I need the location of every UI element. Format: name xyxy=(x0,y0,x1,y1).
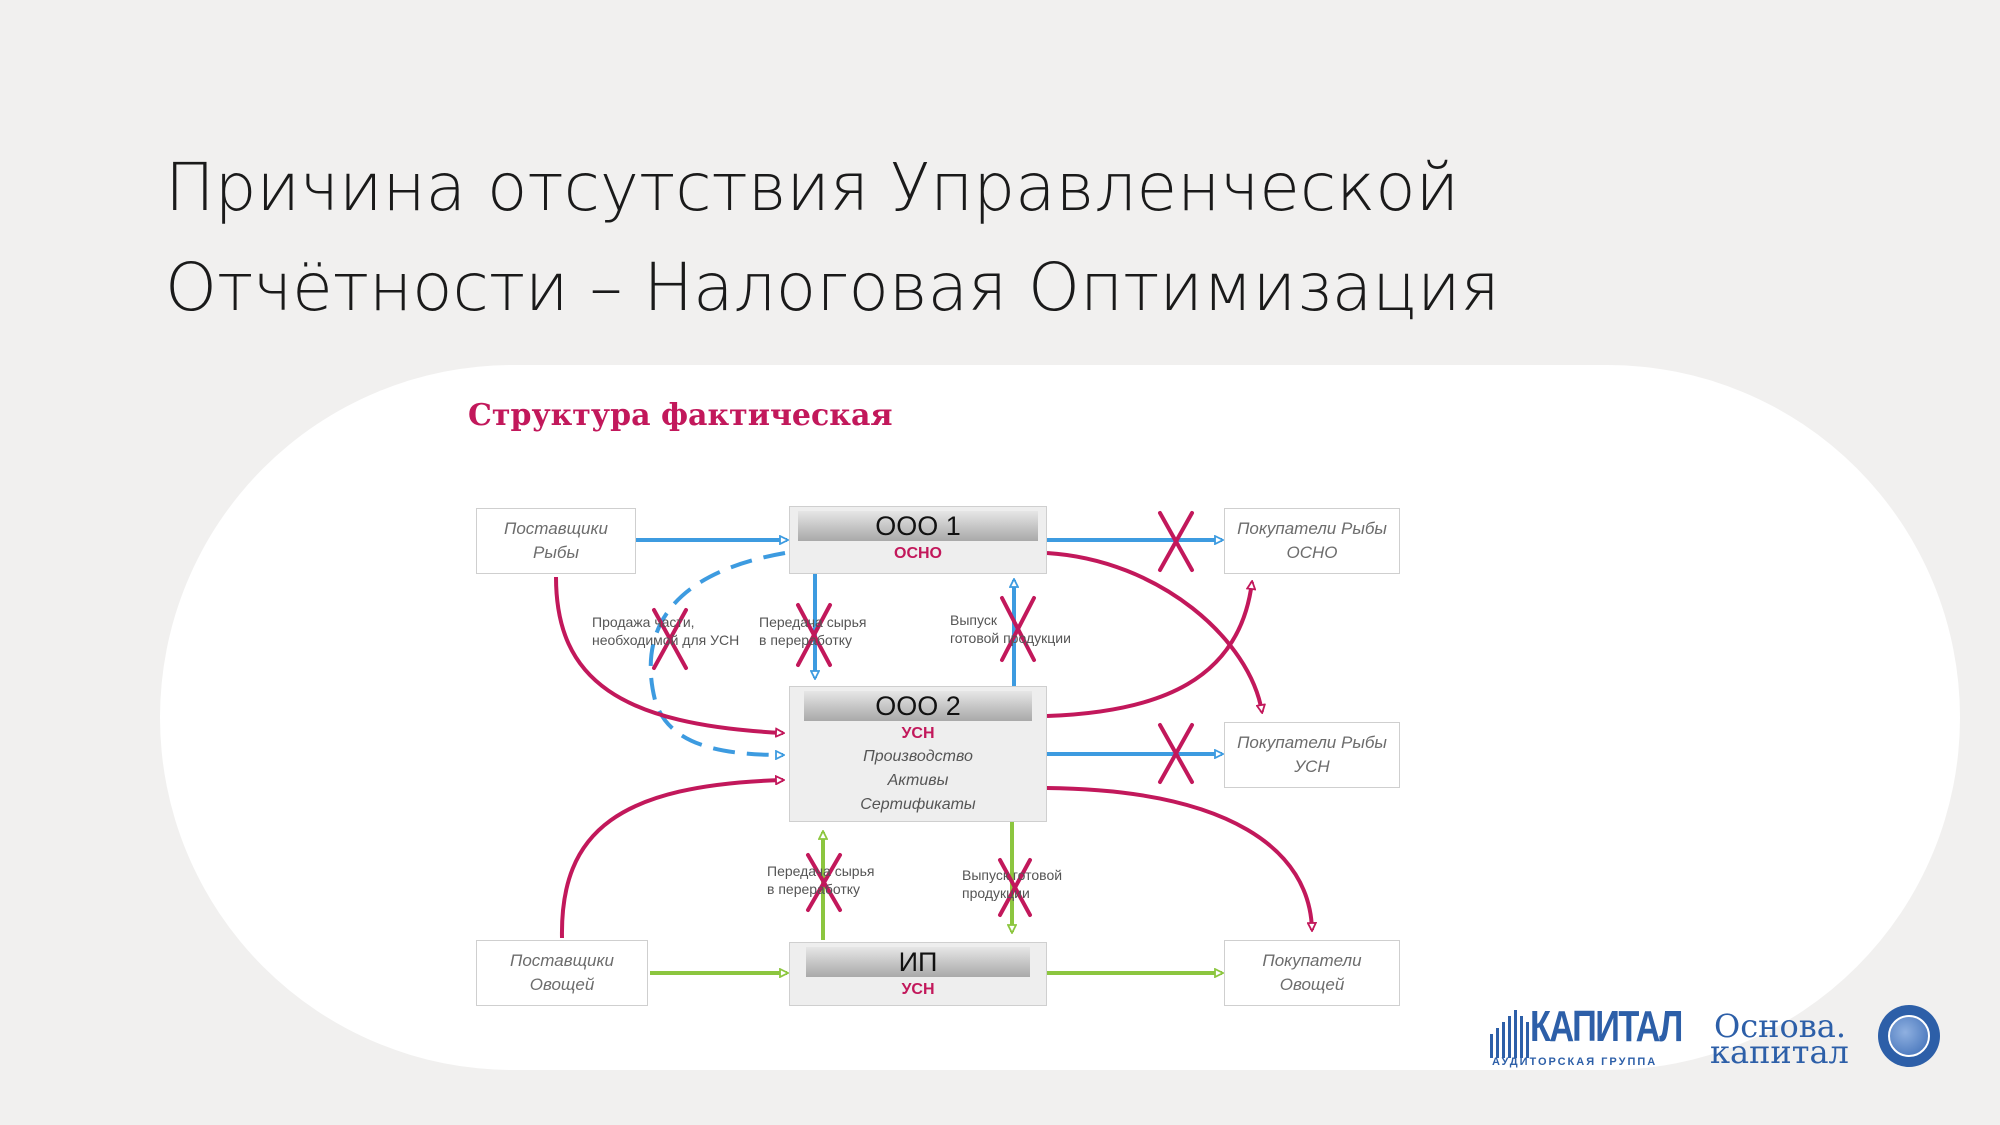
node-label: Покупатели Рыбы xyxy=(1237,519,1387,538)
entity-name: ООО 1 xyxy=(798,511,1038,541)
label-line: Передача сырья xyxy=(759,614,867,630)
node-label: Овощей xyxy=(529,975,595,994)
label-sale-part: Продажа части, необходимой для УСН xyxy=(592,613,739,649)
label-line: готовой продукции xyxy=(950,630,1071,646)
slide-title-line1: Причина отсутствия Управленческой xyxy=(165,149,1460,226)
logo-circle-icon xyxy=(1878,1005,1940,1067)
node-suppliers-fish: Поставщики Рыбы xyxy=(476,508,636,574)
label-line: Передача сырья xyxy=(767,863,875,879)
cross-icon xyxy=(806,853,842,912)
entity-ip: ИП УСН xyxy=(789,942,1047,1006)
logo-kapital-subtitle: АУДИТОРСКАЯ ГРУППА xyxy=(1492,1056,1658,1068)
diagram-heading: Структура фактическая xyxy=(468,398,893,433)
node-label: Поставщики xyxy=(510,951,614,970)
label-line: в переработку xyxy=(767,881,861,897)
entity-activity: Активы xyxy=(887,772,949,789)
node-suppliers-veg: Поставщики Овощей xyxy=(476,940,648,1006)
logo-kapital-word: КАПИТАЛ xyxy=(1530,1002,1683,1051)
node-label: ОСНО xyxy=(1286,543,1338,562)
arrow-ooo2-to-buyers-osno xyxy=(1046,582,1252,718)
node-label: Покупатели xyxy=(1262,951,1362,970)
entity-name: ООО 2 xyxy=(804,691,1032,721)
logo-osnova-line1: Основа. xyxy=(1714,1007,1847,1045)
label-line: необходимой для УСН xyxy=(592,632,740,648)
node-buyers-fish-usn: Покупатели Рыбы УСН xyxy=(1224,722,1400,788)
diagram-panel xyxy=(160,365,1960,1070)
entity-ooo1: ООО 1 ОСНО xyxy=(789,506,1047,574)
node-buyers-fish-osno: Покупатели Рыбы ОСНО xyxy=(1224,508,1400,574)
entity-activity: Сертификаты xyxy=(860,796,976,813)
arrow-suppliers-fish-to-ooo2 xyxy=(554,576,783,733)
label-line: Выпуск xyxy=(950,612,997,628)
cross-icon xyxy=(1158,723,1194,784)
cross-icon xyxy=(1000,596,1036,662)
entity-regime: УСН xyxy=(901,981,935,998)
label-release-bottom: Выпуск готовой продукции xyxy=(962,866,1062,902)
logo-osnova-line2: капитал xyxy=(1710,1033,1849,1071)
cross-icon xyxy=(998,858,1032,917)
label-transfer-raw-top: Передача сырья в переработку xyxy=(759,613,866,649)
node-label: УСН xyxy=(1294,757,1330,776)
kapital-bars-icon xyxy=(1490,1010,1529,1058)
node-label: Рыбы xyxy=(533,543,579,562)
label-transfer-raw-bottom: Передача сырья в переработку xyxy=(767,862,874,898)
label-line: Выпуск готовой xyxy=(962,867,1063,883)
cross-icon xyxy=(1158,511,1194,572)
dashed-sale-part xyxy=(648,551,786,755)
arrow-suppliers-veg-to-ooo2 xyxy=(559,780,783,939)
logo-osnova-kapital: Основа. капитал xyxy=(1710,1005,1950,1075)
arrow-ooo1-to-buyers-usn xyxy=(1046,551,1262,712)
label-line: продукции xyxy=(962,885,1030,901)
cross-icon xyxy=(652,608,688,670)
node-label: Поставщики xyxy=(504,519,608,538)
entity-regime: ОСНО xyxy=(894,545,942,562)
node-label: Покупатели Рыбы xyxy=(1237,733,1387,752)
entity-name: ИП xyxy=(806,947,1030,977)
entity-ooo2: ООО 2 УСН Производство Активы Сертификат… xyxy=(789,686,1047,822)
node-buyers-veg: Покупатели Овощей xyxy=(1224,940,1400,1006)
node-label: Овощей xyxy=(1279,975,1345,994)
cross-icon xyxy=(796,603,832,667)
entity-regime: УСН xyxy=(901,725,935,742)
label-release-top: Выпуск готовой продукции xyxy=(950,611,1071,647)
entity-activity: Производство xyxy=(863,748,973,765)
arrow-ooo2-to-buyers-veg xyxy=(1046,786,1312,930)
label-line: Продажа части, xyxy=(592,614,695,630)
slide-title-line2: Отчётности – Налоговая Оптимизация xyxy=(165,249,1500,326)
logo-kapital: КАПИТАЛ АУДИТОРСКАЯ ГРУППА xyxy=(1490,1000,1683,1072)
slide-title: Причина отсутствия Управленческой Отчётн… xyxy=(165,138,1665,338)
label-line: в переработку xyxy=(759,632,853,648)
